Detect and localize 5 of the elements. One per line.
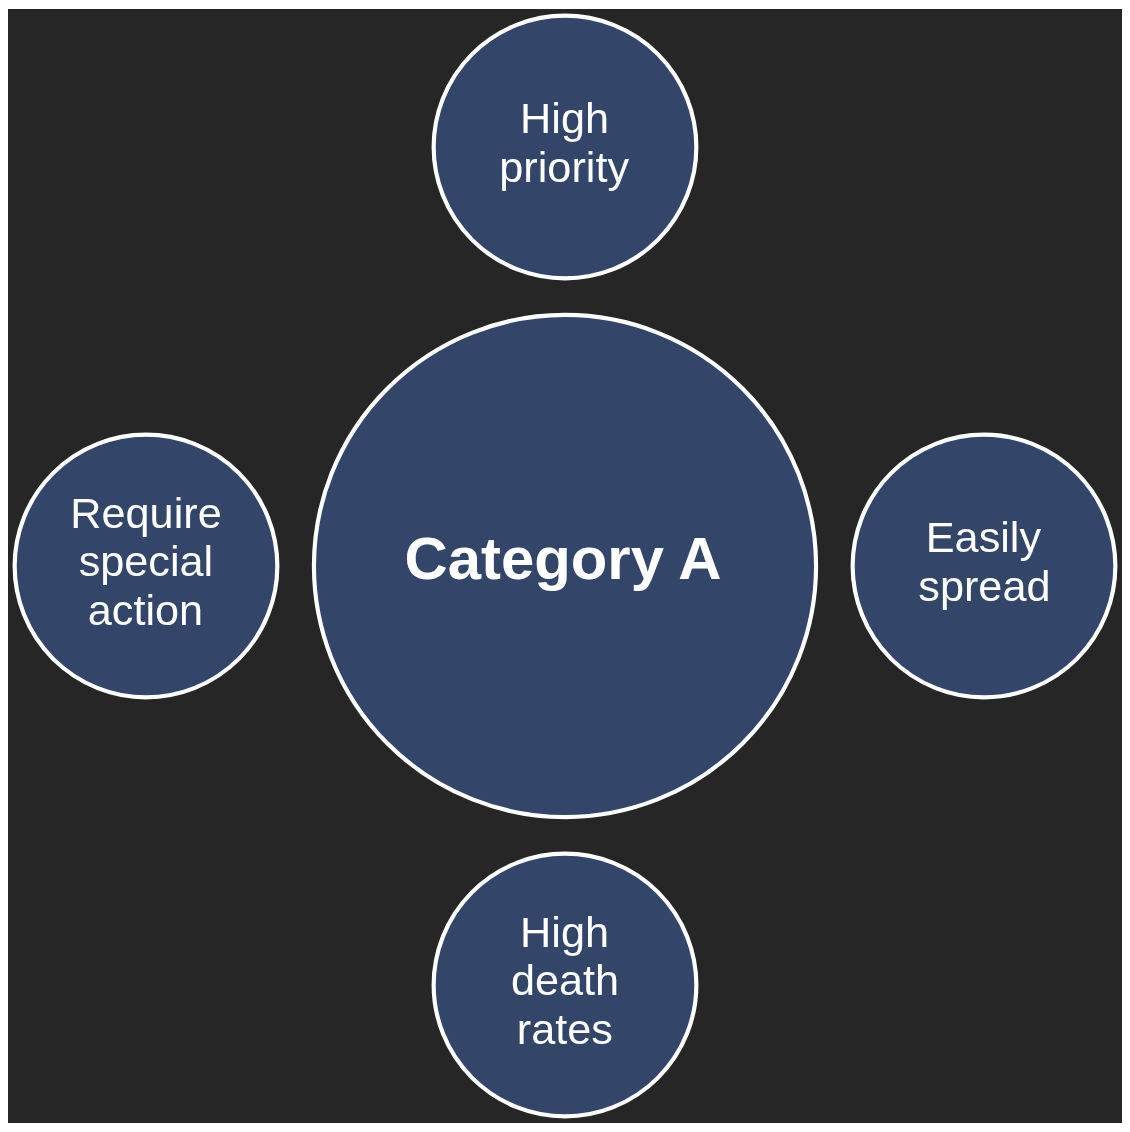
node-circle: Require special action [12,432,280,700]
node-circle: High priority [431,13,699,281]
node-circle: Easily spread [850,432,1118,700]
node-circle: High death rates [431,851,699,1119]
node-circle: Category A [311,312,819,820]
